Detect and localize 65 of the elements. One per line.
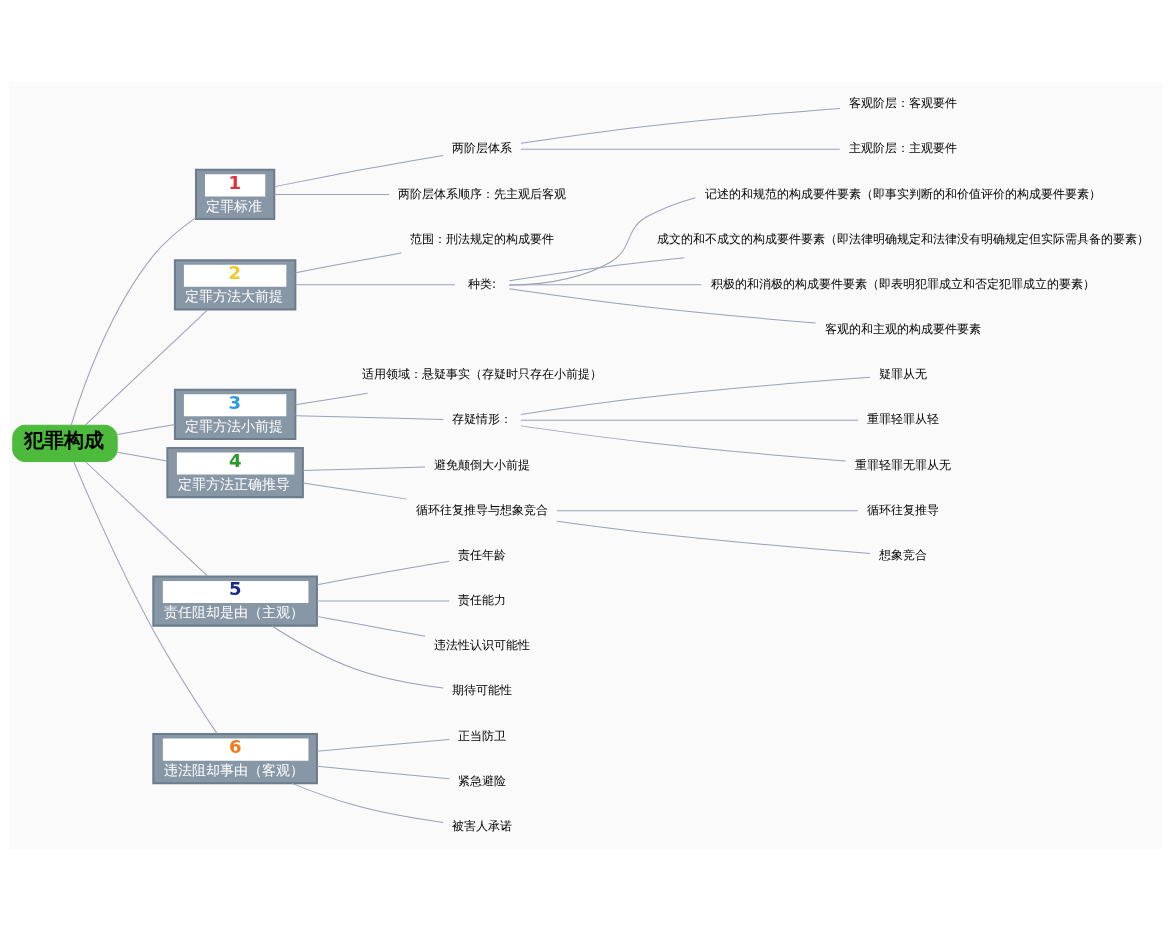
node-text: 违法性认识可能性 xyxy=(434,637,531,652)
node-text: 客观的和主观的构成要件要素 xyxy=(824,321,981,336)
node-text: 两阶层体系顺序：先主观后客观 xyxy=(398,186,567,201)
connector xyxy=(274,154,444,187)
connector xyxy=(520,424,847,462)
node-text: 避免颠倒大小前提 xyxy=(434,457,531,472)
connector xyxy=(291,782,444,823)
connector xyxy=(556,520,871,554)
connector xyxy=(116,423,176,435)
connector xyxy=(294,283,456,285)
node-text: 记述的和规范的构成要件要素（即事实判断的和价值评价的构成要件要素） xyxy=(704,186,1101,201)
node-text: 期待可能性 xyxy=(452,683,513,697)
connector xyxy=(294,392,369,405)
connector xyxy=(294,414,444,420)
node-text: 存疑情形： xyxy=(452,411,513,426)
connector xyxy=(520,107,841,144)
node-box: 2 定罪方法大前提 xyxy=(173,258,297,310)
node-text: 种类: xyxy=(468,276,497,291)
connector xyxy=(509,256,685,281)
connector xyxy=(508,287,817,324)
node-text: 疑罪从无 xyxy=(878,366,927,381)
connector xyxy=(520,376,871,415)
connector xyxy=(508,283,702,285)
connector xyxy=(316,600,450,602)
node-box: 1 定罪标准 xyxy=(194,168,276,220)
connector xyxy=(273,193,390,195)
node-text: 范围：刑法规定的构成要件 xyxy=(410,231,555,246)
connector xyxy=(271,624,444,688)
connector xyxy=(73,460,218,734)
connector xyxy=(84,308,209,426)
node-box: 6 违法阻却事由（客观） xyxy=(152,732,318,784)
node-box: 4 定罪方法正确推导 xyxy=(166,446,304,498)
connector xyxy=(520,148,841,150)
connector xyxy=(116,451,168,461)
node-text: 主观阶层：主观要件 xyxy=(848,140,957,155)
node-text: 两阶层体系 xyxy=(452,140,513,155)
node-text: 循环往复推导与想象竞合 xyxy=(416,502,549,517)
node-text: 积极的和消极的构成要件要素（即表明犯罪成立和否定犯罪成立的要素） xyxy=(710,276,1095,291)
connector xyxy=(508,196,696,286)
connector xyxy=(295,252,402,273)
connector xyxy=(302,481,408,500)
connector xyxy=(556,509,859,511)
node-text: 被害人承诺 xyxy=(452,818,513,833)
connector xyxy=(520,419,859,421)
connector xyxy=(316,765,450,779)
connector xyxy=(316,738,450,752)
connector xyxy=(302,466,426,471)
connector xyxy=(84,460,209,577)
node-text: 适用领域：悬疑事实（存疑时只存在小前提） xyxy=(362,366,603,381)
node-text: 责任能力 xyxy=(458,592,507,607)
node-text: 客观阶层：客观要件 xyxy=(848,95,957,110)
node-text: 紧急避险 xyxy=(458,773,507,788)
node-text: 成文的和不成文的构成要件要素（即法律明确规定和法律没有明确规定但实际需具备的要素） xyxy=(656,231,1149,246)
node-text: 循环往复推导 xyxy=(866,502,939,517)
node-box: 5 责任阻却是由（主观） xyxy=(152,574,318,627)
node-text: 责任年龄 xyxy=(458,547,507,562)
connector xyxy=(316,560,450,585)
node-box: 3 定罪方法小前提 xyxy=(173,388,297,440)
connector xyxy=(316,615,426,637)
node-text: 重罪轻罪无罪从无 xyxy=(854,457,951,472)
node-text: 重罪轻罪从轻 xyxy=(866,411,939,426)
connector xyxy=(70,216,197,426)
node-box: 犯罪构成 xyxy=(12,424,118,462)
node-text: 正当防卫 xyxy=(458,728,507,743)
node-text: 想象竞合 xyxy=(878,547,927,562)
